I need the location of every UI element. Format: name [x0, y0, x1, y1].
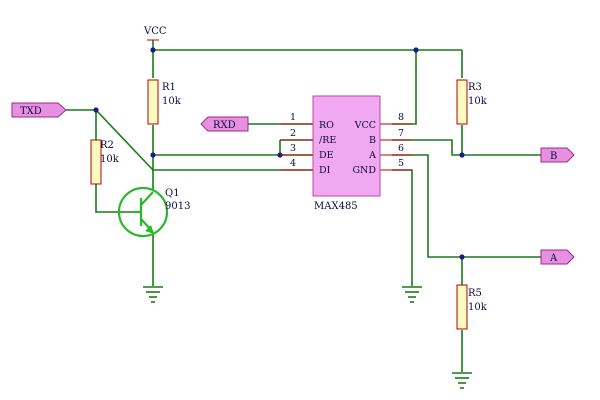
ic-pin-name: /RE — [319, 135, 336, 146]
ic-max485: 1 2 3 4 RO /RE DE DI 8 7 6 5 VCC B A GND… — [280, 95, 412, 212]
port-a-label: A — [549, 253, 558, 264]
junction-dot — [150, 47, 156, 53]
ic-pin-name: DE — [319, 150, 334, 161]
ground-icon — [143, 286, 163, 303]
junction-dot — [150, 152, 156, 158]
r1-value: 10k — [162, 96, 182, 107]
r5-ref: R5 — [468, 288, 482, 299]
port-txd-shape[interactable] — [11, 102, 67, 118]
port-rxd[interactable]: RXD — [200, 116, 249, 132]
vcc-label: VCC — [143, 26, 167, 37]
q1-emitter-arrow-icon — [145, 225, 154, 234]
ground-icon — [452, 372, 472, 389]
port-txd[interactable]: TXD — [11, 102, 67, 118]
junction-dot — [459, 254, 465, 260]
r3-body — [456, 79, 468, 125]
ic-body — [312, 95, 381, 197]
ic-pin-name: B — [369, 135, 376, 146]
r2-body — [90, 139, 102, 185]
transistor-q1: Q1 9013 — [117, 186, 190, 238]
a-wire — [392, 154, 541, 258]
port-a[interactable]: A — [540, 249, 575, 265]
r1-ref: R1 — [162, 82, 176, 93]
junction-dot — [93, 107, 99, 113]
port-b-label: B — [550, 151, 557, 162]
r2-to-base-wire — [95, 184, 133, 213]
ic-pin-name: RO — [319, 120, 334, 131]
junctions — [93, 47, 465, 260]
ic-pin-name: A — [368, 150, 376, 161]
vcc-symbol: VCC — [143, 26, 167, 41]
ic-pin-number: 4 — [290, 158, 296, 169]
resistor-r5: R5 10k — [456, 284, 488, 330]
r3-value: 10k — [468, 96, 488, 107]
r5-value: 10k — [468, 302, 488, 313]
port-rxd-shape[interactable] — [200, 116, 249, 132]
ic-pin-number: 3 — [290, 143, 296, 154]
resistor-r2: R2 10k — [90, 139, 120, 185]
junction-dot — [459, 152, 465, 158]
port-txd-label: TXD — [20, 106, 42, 117]
port-a-shape[interactable] — [540, 249, 575, 265]
ic-part-name: MAX485 — [314, 201, 358, 212]
ic-pin-number: 6 — [398, 143, 404, 154]
r2-ref: R2 — [100, 140, 114, 151]
port-rxd-label: RXD — [213, 120, 236, 131]
ic-pin-name: GND — [352, 165, 376, 176]
r3-ref: R3 — [468, 82, 482, 93]
port-b[interactable]: B — [540, 147, 575, 163]
q1-ref: Q1 — [165, 188, 180, 199]
r5-body — [456, 284, 468, 330]
resistor-r1: R1 10k — [147, 79, 182, 125]
junction-dot — [413, 47, 419, 53]
port-b-shape[interactable] — [540, 147, 575, 163]
ground-icon — [402, 286, 422, 303]
di-wire — [152, 155, 313, 171]
q1-body-circle — [117, 186, 169, 238]
ic-pin-name: DI — [319, 165, 331, 176]
ic-pin-number: 5 — [398, 158, 404, 169]
r1-body — [147, 79, 159, 125]
b-wire — [392, 139, 541, 156]
r2-value: 10k — [100, 154, 120, 165]
resistor-r3: R3 10k — [456, 79, 488, 125]
q1-value: 9013 — [165, 201, 190, 212]
pin5-gnd-wire — [392, 169, 413, 286]
ic-pin-number: 8 — [398, 112, 404, 123]
ic-pin-number: 1 — [290, 112, 296, 123]
ic-pin-name: VCC — [354, 120, 376, 131]
pin2-pin3-tie-wire — [279, 140, 313, 156]
ic-pin-number: 7 — [398, 128, 404, 139]
ic-pin-number: 2 — [290, 128, 296, 139]
